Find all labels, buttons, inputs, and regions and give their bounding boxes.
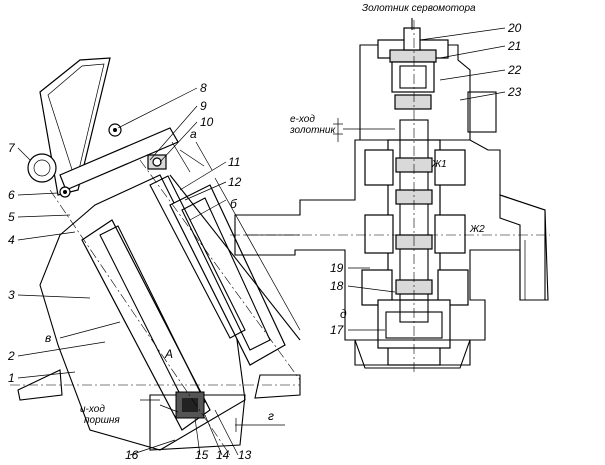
callout-17: 17 bbox=[330, 323, 345, 337]
label-zh2: Ж2 bbox=[469, 224, 485, 235]
servomotor-section bbox=[10, 57, 301, 456]
callout-14: 14 bbox=[216, 448, 230, 462]
callout-16: 16 bbox=[125, 448, 139, 462]
callout-6: 6 bbox=[8, 188, 15, 202]
slider-rod bbox=[149, 175, 246, 339]
spool-adjust-stem bbox=[403, 27, 421, 51]
callout-19: 19 bbox=[330, 261, 344, 275]
label-i-stroke: и-ход bbox=[80, 404, 105, 415]
label-A: А bbox=[164, 347, 173, 361]
callout-7: 7 bbox=[8, 141, 16, 155]
label-i-stroke-sub: поршня bbox=[84, 415, 120, 426]
spool-valve-section bbox=[230, 18, 550, 372]
label-v: в bbox=[45, 331, 51, 345]
callout-12: 12 bbox=[228, 175, 242, 189]
rocker-bar bbox=[59, 127, 179, 191]
leader-lines bbox=[17, 27, 506, 456]
callout-21: 21 bbox=[507, 39, 521, 53]
base-flange-left bbox=[17, 369, 63, 401]
lever-arm bbox=[39, 57, 111, 196]
label-zh1: Ж1 bbox=[431, 159, 447, 170]
label-e-stroke-sub: золотник bbox=[289, 125, 336, 136]
label-a: а bbox=[190, 127, 197, 141]
title-spool-servo: Золотник сервомотора bbox=[362, 3, 476, 14]
label-d: д bbox=[340, 307, 347, 321]
servomotor-housing bbox=[39, 174, 246, 451]
roller-7 bbox=[27, 153, 57, 183]
valve-side-flange bbox=[499, 194, 549, 301]
callout-11: 11 bbox=[228, 155, 240, 169]
callout-5: 5 bbox=[8, 210, 15, 224]
label-g: г bbox=[268, 409, 274, 423]
base-flange-right bbox=[254, 374, 301, 399]
piston-rod bbox=[99, 225, 206, 411]
label-e-stroke: е-ход bbox=[290, 114, 315, 125]
callout-13: 13 bbox=[238, 448, 252, 462]
callout-3: 3 bbox=[8, 288, 15, 302]
callout-18: 18 bbox=[330, 279, 344, 293]
callout-23: 23 bbox=[507, 85, 522, 99]
callout-4: 4 bbox=[8, 233, 15, 247]
callout-20: 20 bbox=[507, 21, 522, 35]
bottom-cap bbox=[149, 394, 246, 451]
callout-22: 22 bbox=[507, 63, 522, 77]
callout-9: 9 bbox=[200, 99, 207, 113]
callout-1: 1 bbox=[8, 371, 15, 385]
labels: Золотник сервомотора е-ход золотник и-хо… bbox=[7, 3, 522, 462]
piston-stop bbox=[175, 391, 205, 419]
callout-10: 10 bbox=[200, 115, 214, 129]
label-b: б bbox=[230, 197, 238, 211]
callout-8: 8 bbox=[200, 81, 207, 95]
callout-2: 2 bbox=[7, 349, 15, 363]
callout-15: 15 bbox=[195, 448, 209, 462]
